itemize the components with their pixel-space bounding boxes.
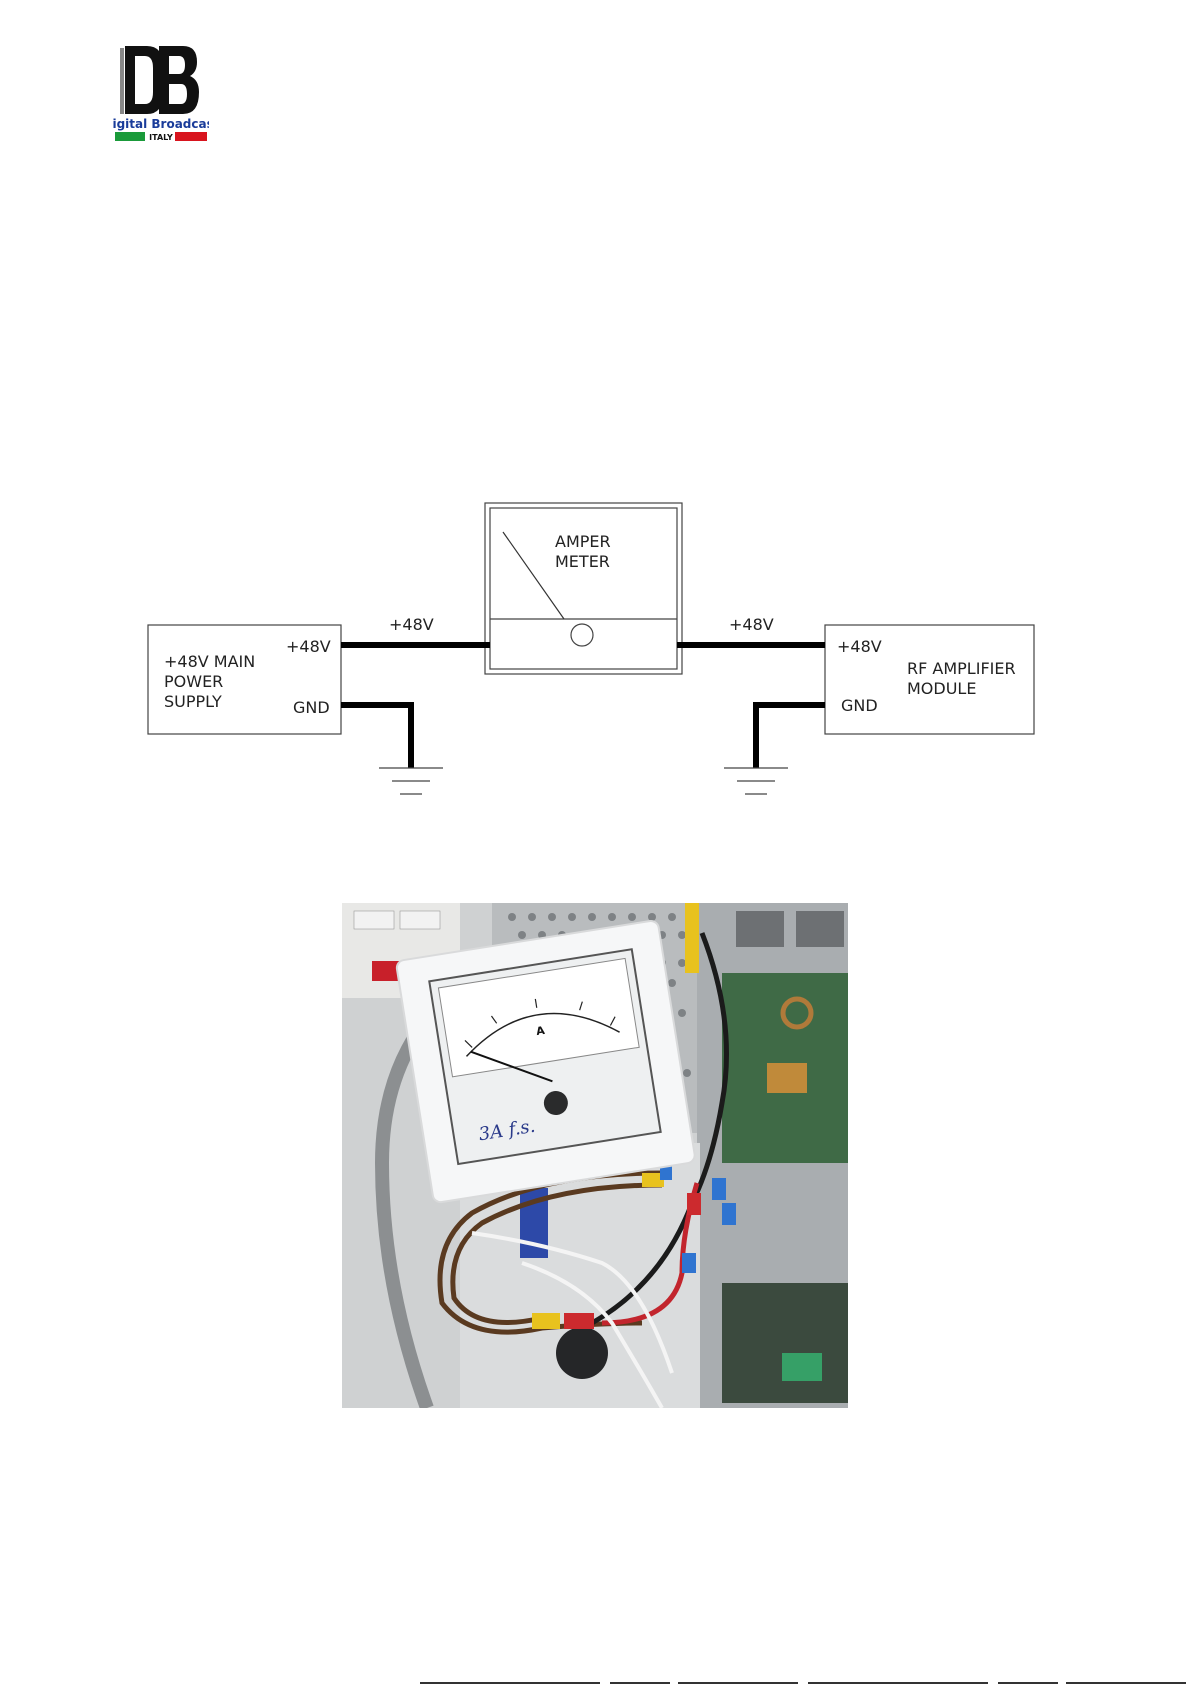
logo-green-band xyxy=(115,132,145,141)
photo-psu-brand-badge xyxy=(372,961,400,981)
photo-ammeter: A 3A f.s. xyxy=(429,949,660,1164)
wire-left-gnd xyxy=(341,705,411,768)
wire-right-gnd xyxy=(756,705,825,768)
ammeter-outer-frame xyxy=(485,503,682,674)
power-supply-label-2: POWER xyxy=(164,672,223,691)
wire-left-label: +48V xyxy=(389,615,434,634)
rf-module-label-2: MODULE xyxy=(907,679,976,698)
photo-red-crimp xyxy=(564,1313,594,1329)
installation-photo: A 3A f.s. xyxy=(342,903,848,1408)
ammeter-label-1: AMPER xyxy=(555,532,611,551)
power-supply-label-1: +48V MAIN xyxy=(164,652,255,671)
ground-symbol-left xyxy=(379,768,443,794)
ground-symbol-right xyxy=(724,768,788,794)
wire-right-label: +48V xyxy=(729,615,774,634)
logo-red-band xyxy=(175,132,207,141)
wiring-diagram: +48V MAIN POWER SUPPLY +48V GND AMPER ME… xyxy=(0,480,1191,820)
power-supply-pos-terminal: +48V xyxy=(286,637,331,656)
rf-module-pos-terminal: +48V xyxy=(837,637,882,656)
digital-broadcast-logo: Digital Broadcast ITALY xyxy=(113,42,209,142)
rf-module-gnd-terminal: GND xyxy=(841,696,878,715)
logo-brand-text: Digital Broadcast xyxy=(113,117,209,131)
ammeter-label-2: METER xyxy=(555,552,610,571)
rf-module-label-1: RF AMPLIFIER xyxy=(907,659,1016,678)
power-supply-gnd-terminal: GND xyxy=(293,698,330,717)
photo-foam-mount: A 3A f.s. xyxy=(396,920,696,1203)
footer-rule xyxy=(0,1681,1191,1685)
photo-yellow-crimp xyxy=(532,1313,560,1329)
logo-db-letters xyxy=(121,46,199,114)
ammeter-pivot xyxy=(571,624,593,646)
power-supply-label-3: SUPPLY xyxy=(164,692,222,711)
logo-country-text: ITALY xyxy=(149,133,173,142)
